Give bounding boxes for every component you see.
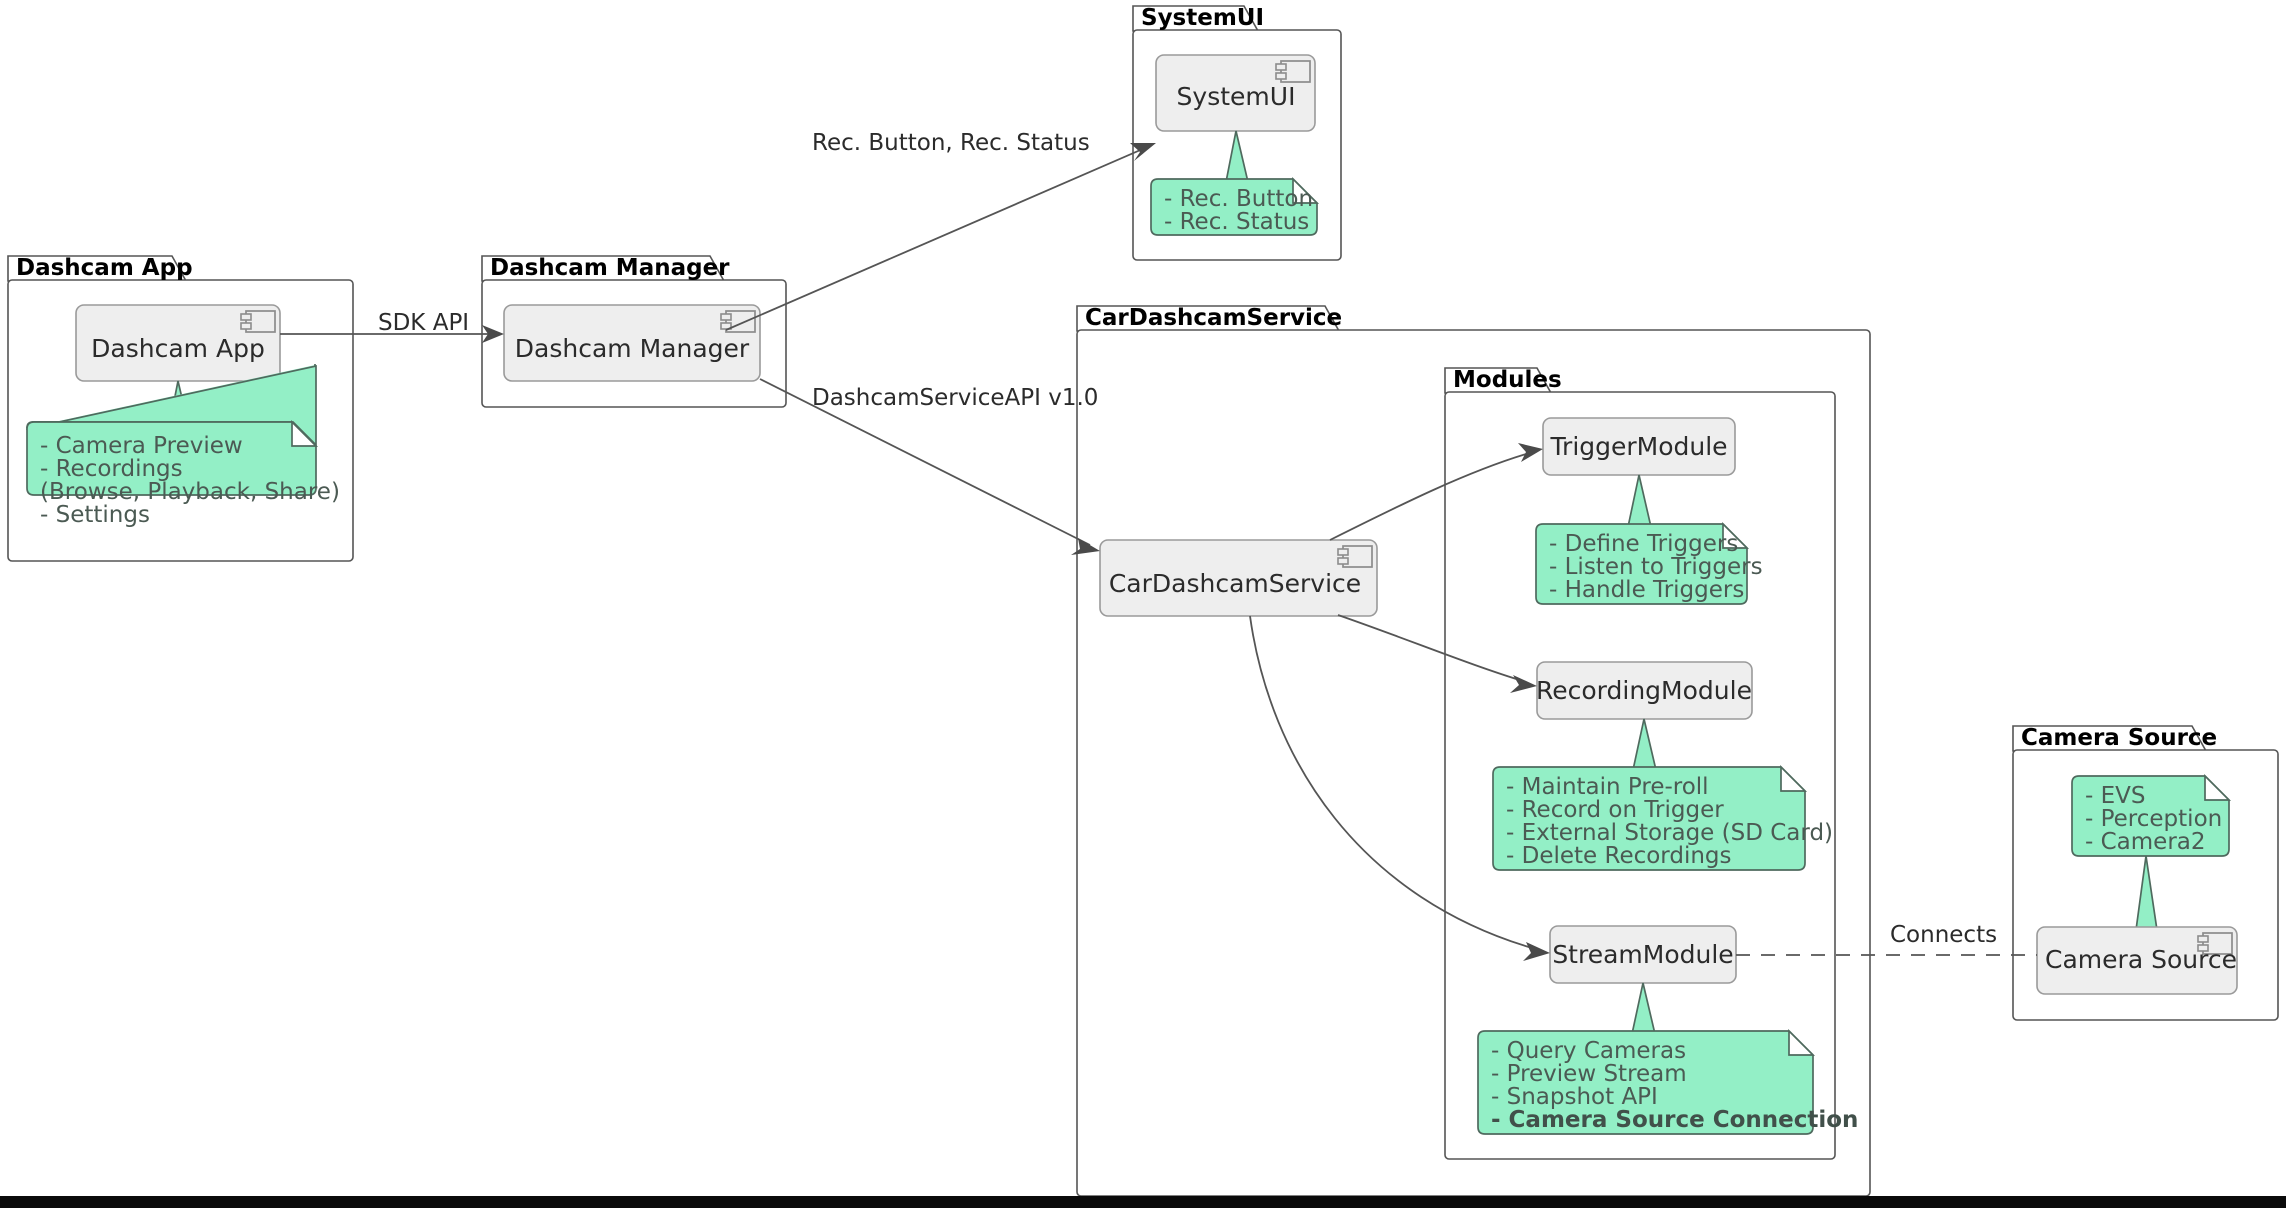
- note-line: - Handle Triggers: [1549, 577, 1744, 603]
- note-outline: [1150, 178, 1318, 236]
- edge-label-sdk-api: SDK API: [378, 310, 469, 336]
- arrow-head: [1510, 675, 1537, 693]
- package-dashcam-manager[interactable]: Dashcam Manager Dashcam Manager: [481, 255, 787, 408]
- component-camera-source[interactable]: Camera Source: [2036, 926, 2238, 995]
- edge-label-dashcamserviceapi: DashcamServiceAPI v1.0: [812, 385, 1098, 411]
- component-dashcam-app[interactable]: Dashcam App: [75, 304, 281, 382]
- note-line: - Delete Recordings: [1506, 843, 1732, 869]
- edge-service-to-trigger[interactable]: [1329, 443, 1543, 541]
- note-line: - Camera Preview: [40, 433, 243, 459]
- component-label: Camera Source: [2045, 945, 2237, 974]
- note-line: - Maintain Pre-roll: [1506, 774, 1709, 800]
- note-line: - Rec. Status: [1164, 209, 1309, 235]
- note-outline: [26, 421, 317, 496]
- note-outline: [2071, 775, 2230, 857]
- module-trigger-module[interactable]: TriggerModule: [1542, 417, 1736, 476]
- component-uml-icon: [240, 310, 276, 333]
- note-line: (Browse, Playback, Share): [40, 479, 340, 505]
- arrow-head: [1523, 942, 1550, 961]
- package-dashcam-app[interactable]: Dashcam App Dashcam App - Camera Preview…: [7, 255, 354, 562]
- package-cardashcamservice[interactable]: CarDashcamService CarDashcamService Modu…: [1076, 305, 1871, 1197]
- component-uml-icon: [1275, 60, 1311, 83]
- note-line: - EVS: [2085, 783, 2145, 809]
- module-stream-module[interactable]: StreamModule: [1549, 925, 1737, 984]
- edge-app-to-manager[interactable]: SDK API: [280, 310, 504, 343]
- edge-label-rec-button-status: Rec. Button, Rec. Status: [812, 130, 1090, 156]
- package-camera-source[interactable]: Camera Source - EVS - Perception - Camer…: [2012, 725, 2279, 1021]
- edge-manager-to-systemui[interactable]: Rec. Button, Rec. Status: [725, 130, 1156, 331]
- note-line: - Snapshot API: [1491, 1084, 1658, 1110]
- component-box: [2036, 926, 2238, 995]
- component-uml-icon: [2197, 932, 2233, 955]
- arrow-head: [482, 325, 504, 343]
- note-line: - Record on Trigger: [1506, 797, 1724, 823]
- arrow-head: [1518, 443, 1543, 462]
- note-trigger-module: - Define Triggers - Listen to Triggers -…: [1535, 521, 1763, 605]
- package-modules[interactable]: Modules TriggerModule - Define Triggers …: [1444, 367, 1858, 1160]
- package-systemui[interactable]: SystemUI SystemUI - Rec. Button - Rec. S…: [1132, 5, 1342, 261]
- note-line: - Recordings: [40, 456, 183, 482]
- component-box: [503, 304, 761, 382]
- note-systemui: - Rec. Button - Rec. Status: [1150, 176, 1320, 236]
- arrow-head: [1071, 538, 1100, 555]
- note-dashcam-app: - Camera Preview - Recordings (Browse, P…: [26, 363, 340, 528]
- note-line: - Query Cameras: [1491, 1038, 1686, 1064]
- component-box: [1099, 539, 1378, 617]
- note-line: - Listen to Triggers: [1549, 554, 1763, 580]
- note-line: - Define Triggers: [1549, 531, 1738, 557]
- note-fold-corner: [1292, 176, 1320, 204]
- component-label: TriggerModule: [1549, 432, 1727, 461]
- component-uml-icon: [1337, 545, 1373, 568]
- note-fold-corner: [1780, 764, 1808, 792]
- edge-service-to-stream[interactable]: [1249, 615, 1550, 961]
- note-line: - Perception: [2085, 806, 2222, 832]
- note-line: - External Storage (SD Card): [1506, 820, 1833, 846]
- note-outline: [1477, 1030, 1814, 1135]
- component-systemui[interactable]: SystemUI: [1155, 54, 1316, 132]
- component-label: Dashcam Manager: [515, 334, 750, 363]
- package-title-camera-source: Camera Source: [2021, 725, 2217, 751]
- component-label: Dashcam App: [91, 334, 265, 363]
- note-line: - Settings: [40, 502, 150, 528]
- note-fold-corner: [1722, 521, 1750, 549]
- package-title-modules: Modules: [1453, 367, 1562, 393]
- note-line: - Rec. Button: [1164, 186, 1313, 212]
- note-fold-corner: [2204, 773, 2232, 801]
- component-label: SystemUI: [1177, 82, 1296, 111]
- note-fold-corner: [1788, 1028, 1816, 1056]
- component-label: CarDashcamService: [1109, 569, 1361, 598]
- note-camera-source: - EVS - Perception - Camera2: [2071, 773, 2232, 857]
- edge-manager-to-service[interactable]: DashcamServiceAPI v1.0: [759, 378, 1100, 555]
- note-fold-corner: [291, 419, 319, 447]
- note-line: - Camera2: [2085, 829, 2206, 855]
- component-label: RecordingModule: [1536, 676, 1752, 705]
- note-outline: [1492, 766, 1806, 871]
- package-title-dashcam-app: Dashcam App: [16, 255, 193, 281]
- package-title-systemui: SystemUI: [1141, 5, 1264, 31]
- note-stream-module: - Query Cameras - Preview Stream - Snaps…: [1477, 1028, 1858, 1135]
- bottom-bar: [0, 1196, 2286, 1208]
- note-recording-module: - Maintain Pre-roll - Record on Trigger …: [1492, 764, 1833, 871]
- edge-label-connects: Connects: [1890, 922, 1997, 948]
- edge-service-to-recording[interactable]: [1337, 614, 1537, 693]
- component-label: StreamModule: [1552, 940, 1733, 969]
- component-cardashcamservice[interactable]: CarDashcamService: [1099, 539, 1378, 617]
- arrow-head: [1130, 143, 1156, 161]
- note-outline: [1535, 523, 1748, 605]
- package-title-dashcam-manager: Dashcam Manager: [490, 255, 730, 281]
- edge-stream-to-camera[interactable]: Connects: [1736, 922, 2037, 956]
- note-line: - Camera Source Connection: [1491, 1107, 1858, 1133]
- component-uml-icon: [720, 310, 756, 333]
- package-title-cardashcamservice: CarDashcamService: [1085, 305, 1342, 331]
- module-recording-module[interactable]: RecordingModule: [1536, 661, 1753, 720]
- component-dashcam-manager[interactable]: Dashcam Manager: [503, 304, 761, 382]
- note-line: - Preview Stream: [1491, 1061, 1687, 1087]
